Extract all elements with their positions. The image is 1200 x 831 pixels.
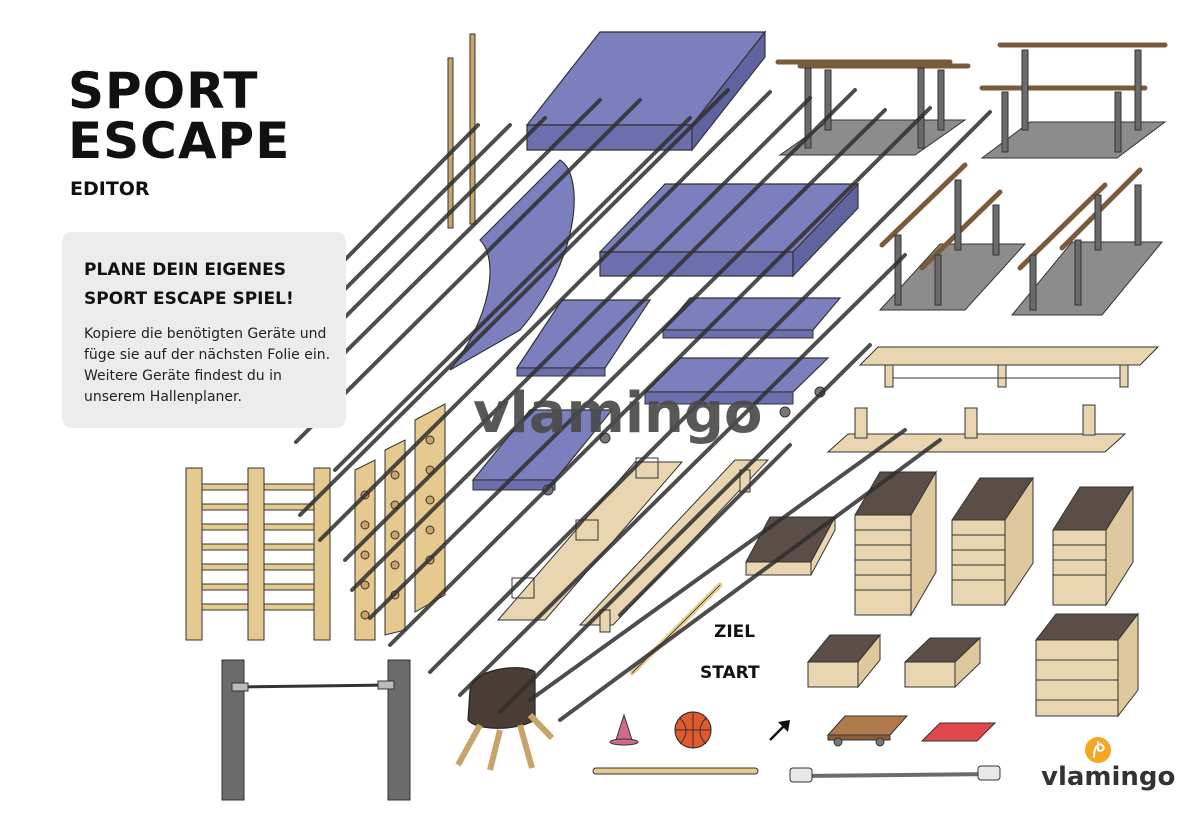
watermark-logo: vlamingo (473, 381, 762, 446)
diagonal-stripes (294, 88, 992, 722)
long-stick[interactable] (592, 767, 759, 775)
gymnastics-stick[interactable] (629, 582, 723, 676)
parallel-bars-3[interactable] (878, 162, 1027, 311)
floor-bar-low[interactable] (789, 765, 1001, 783)
title-line-2: ESCAPE (68, 112, 291, 170)
parallel-bars-4[interactable] (1010, 167, 1164, 316)
title-line-1: SPORT (68, 62, 259, 120)
direction-arrow-icon[interactable] (769, 720, 790, 741)
goal-label[interactable]: ZIEL (714, 622, 755, 642)
wall-bars-front[interactable] (185, 467, 331, 641)
bench-flipped[interactable] (826, 404, 1127, 453)
horizontal-bar[interactable] (221, 659, 411, 801)
mat-curved-ramp[interactable] (449, 159, 575, 371)
rolling-board[interactable] (826, 715, 909, 747)
card-heading: PLANE DEIN EIGENES SPORT ESCAPE SPIEL! (84, 256, 334, 314)
pommel-horse[interactable] (455, 667, 555, 771)
card-body: Kopiere die benötigten Geräte und füge s… (84, 326, 331, 405)
start-label[interactable]: START (700, 663, 760, 683)
mat-cart-right[interactable] (643, 357, 830, 418)
red-mat[interactable] (920, 722, 997, 742)
vault-box-small-2[interactable] (903, 636, 982, 689)
instruction-card: PLANE DEIN EIGENES SPORT ESCAPE SPIEL! K… (62, 232, 346, 428)
wall-bars-angled[interactable] (354, 403, 446, 641)
vault-box-tall-2[interactable] (951, 476, 1034, 607)
vault-box-tall-3[interactable] (1052, 485, 1134, 607)
vault-box-wide[interactable] (1034, 612, 1140, 718)
parallel-bars-1[interactable] (775, 59, 971, 156)
traffic-cone[interactable] (609, 713, 639, 746)
vault-box-small-1[interactable] (806, 633, 882, 689)
card-heading-line-2: SPORT ESCAPE SPIEL! (84, 289, 294, 309)
parallel-bars-2[interactable] (979, 42, 1168, 159)
flamingo-icon (1085, 737, 1111, 763)
page-subtitle: EDITOR (70, 178, 150, 200)
bench-upright-1[interactable] (858, 346, 1160, 388)
vault-box-tall-1[interactable] (854, 470, 937, 617)
card-heading-line-1: PLANE DEIN EIGENES (84, 260, 286, 280)
brand-logo: vlamingo (1041, 762, 1176, 792)
basketball[interactable] (674, 711, 712, 749)
page-title: SPORT ESCAPE (68, 66, 290, 166)
